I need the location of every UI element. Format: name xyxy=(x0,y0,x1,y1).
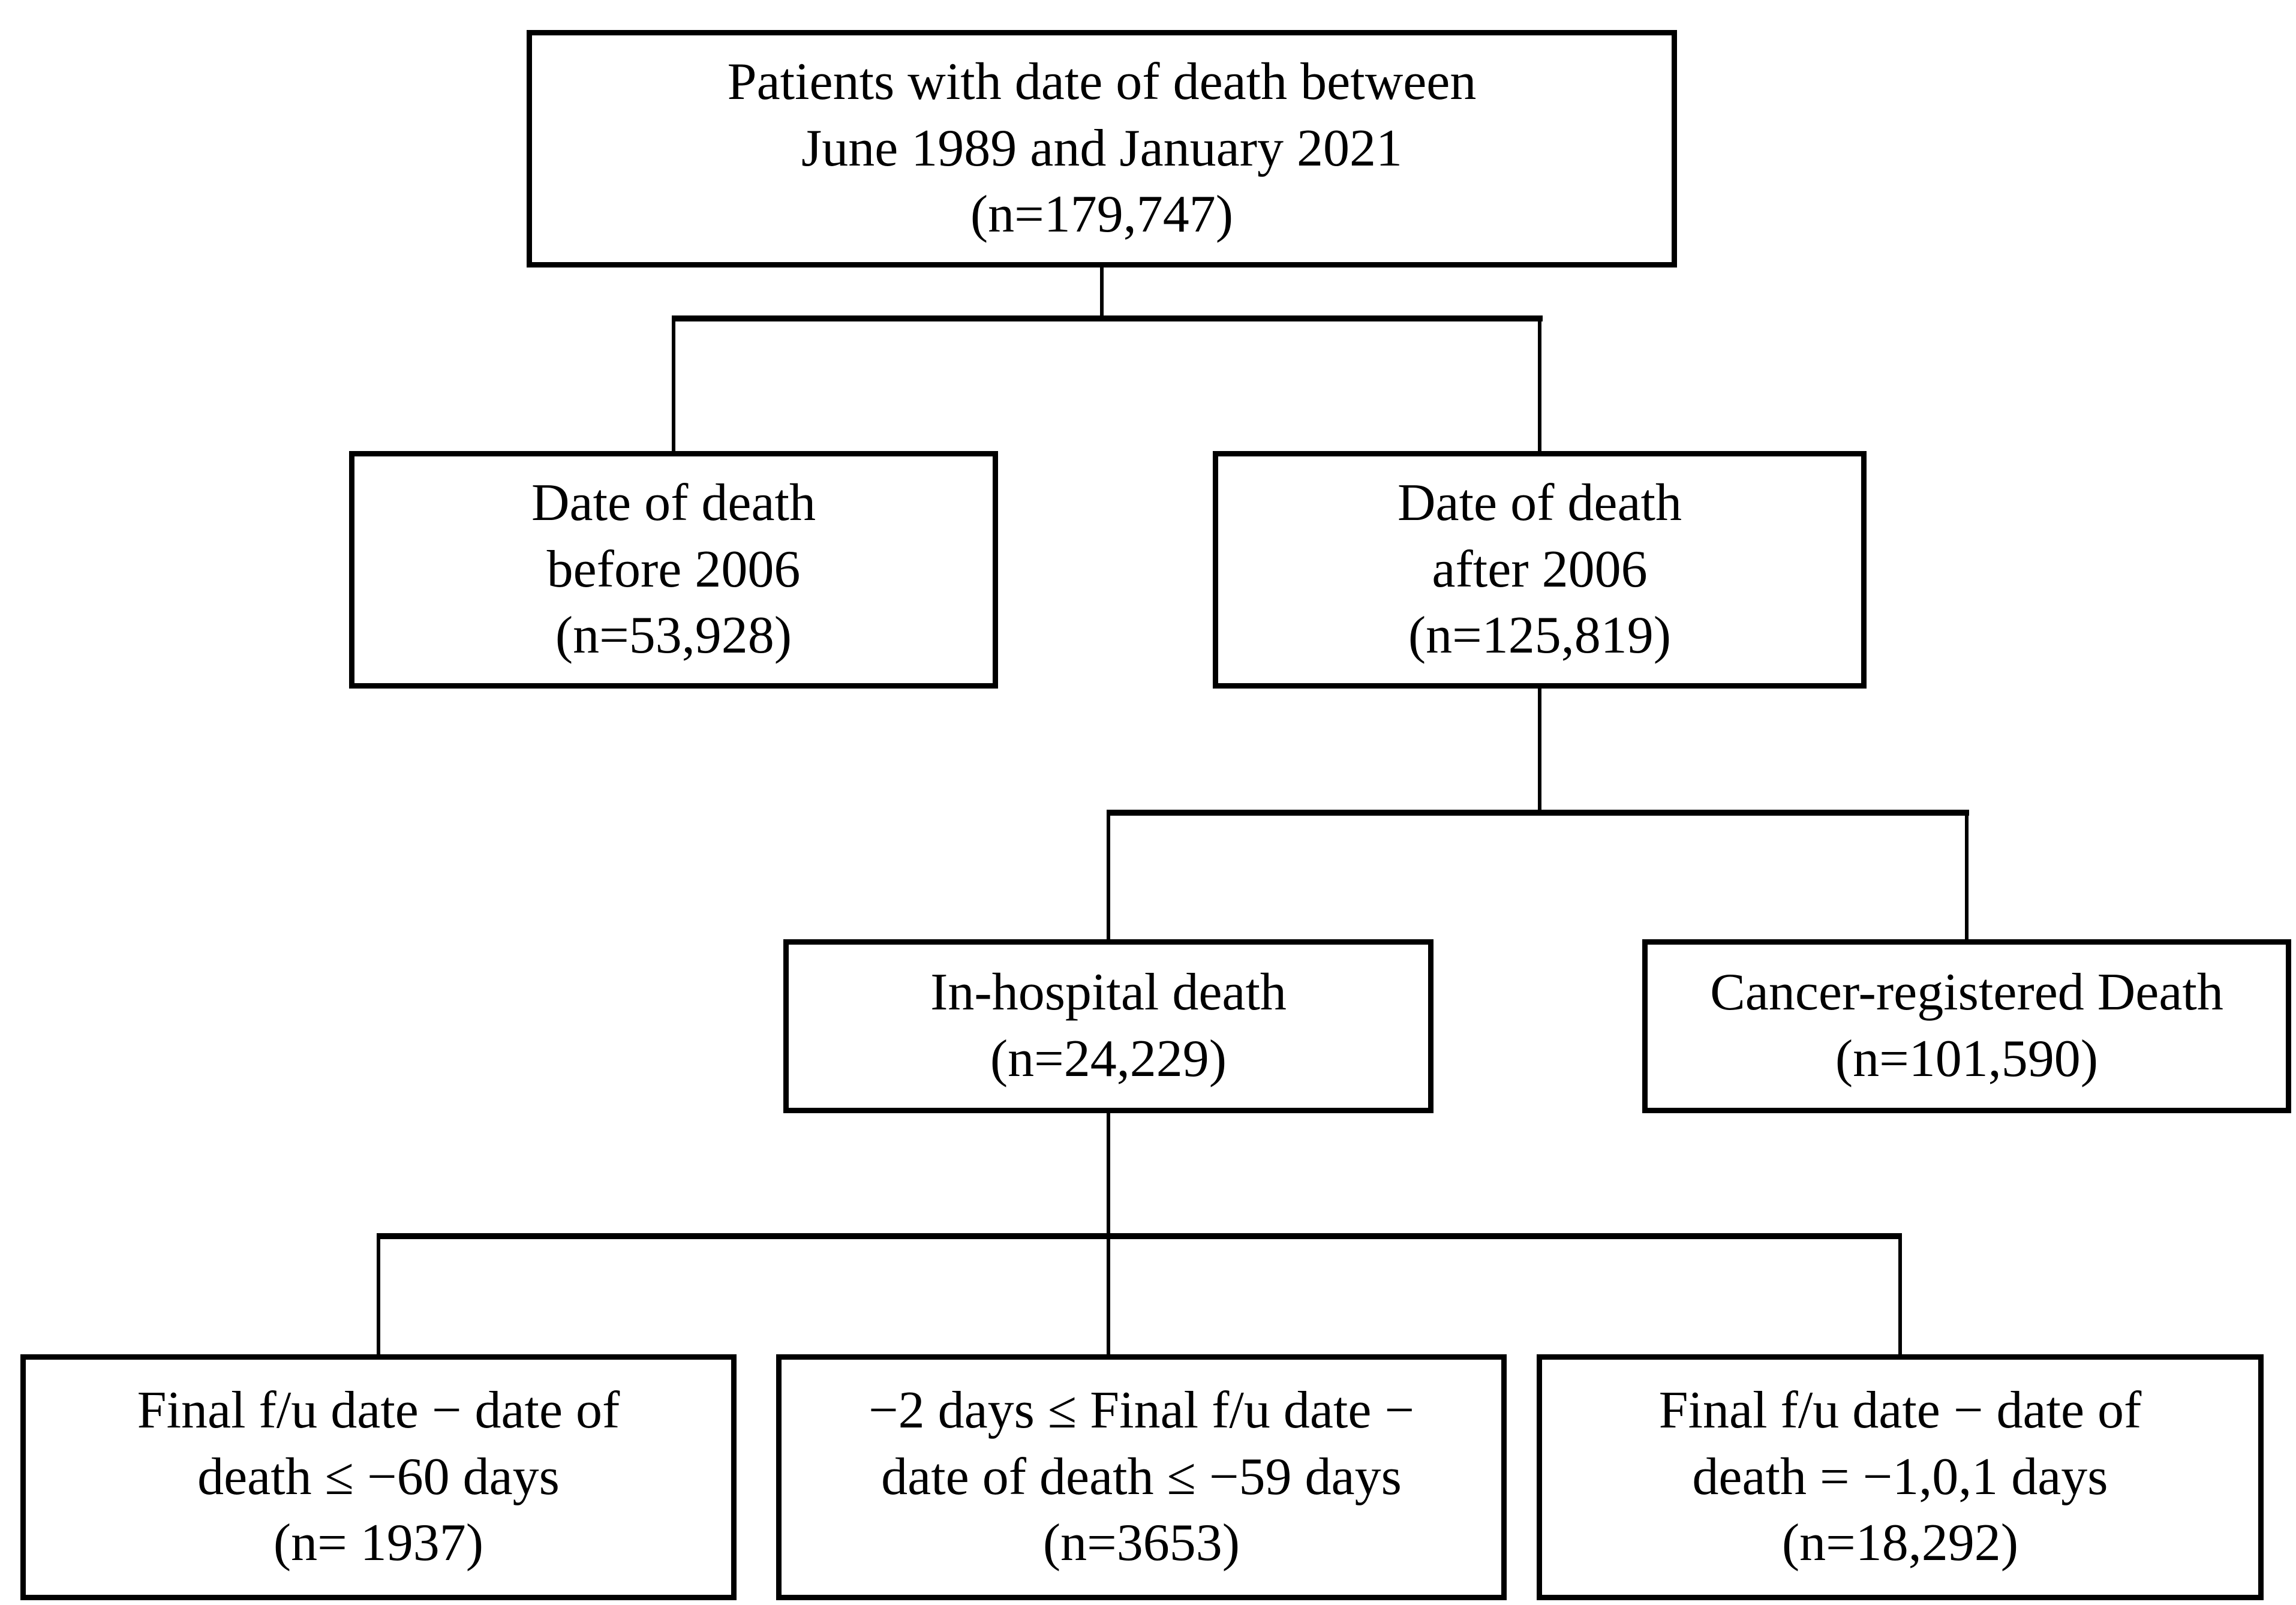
text-line: (n=101,590) xyxy=(1835,1030,2099,1088)
text-line: (n=53,928) xyxy=(555,606,792,665)
edge-after-2006-branch-bar xyxy=(1107,810,1969,816)
edge-in-hospital-branch-bar xyxy=(377,1233,1902,1239)
edge-to-fu-le-minus60 xyxy=(377,1233,380,1354)
text-line: (n=3653) xyxy=(1042,1514,1240,1573)
text-line: Final f/u date − date of xyxy=(137,1381,620,1439)
node-death-before-2006: Date of death before 2006 (n=53,928) xyxy=(349,451,998,689)
node-fu-minus2-to-minus59-days: −2 days ≤ Final f/u date − date of death… xyxy=(776,1354,1507,1600)
text-line: death = −1,0,1 days xyxy=(1692,1447,2108,1506)
text-line: (n=18,292) xyxy=(1781,1514,2019,1573)
text-line: Date of death xyxy=(1398,473,1682,532)
edge-to-fu-equal-101 xyxy=(1898,1233,1902,1354)
text-line: after 2006 xyxy=(1432,540,1648,599)
text-line: Final f/u date − date of xyxy=(1658,1381,2142,1439)
edge-after-2006-stem xyxy=(1538,689,1541,814)
text-line: Date of death xyxy=(531,473,816,532)
text-line: (n=125,819) xyxy=(1408,606,1672,665)
node-fu-le-minus60-days: Final f/u date − date of death ≤ −60 day… xyxy=(20,1354,737,1600)
text-line: death ≤ −60 days xyxy=(197,1447,560,1506)
edge-root-branch-bar xyxy=(672,315,1543,321)
node-death-after-2006: Date of death after 2006 (n=125,819) xyxy=(1213,451,1867,689)
node-cancer-registered-death: Cancer-registered Death (n=101,590) xyxy=(1642,939,2291,1113)
text-line: (n= 1937) xyxy=(273,1514,484,1573)
node-in-hospital-death: In-hospital death (n=24,229) xyxy=(783,939,1434,1113)
edge-to-after-2006 xyxy=(1538,315,1541,451)
edge-to-in-hospital xyxy=(1107,810,1110,939)
text-line: In-hospital death xyxy=(930,963,1287,1022)
text-line: (n=179,747) xyxy=(970,185,1234,244)
text-line: before 2006 xyxy=(546,540,801,599)
text-line: (n=24,229) xyxy=(990,1030,1227,1088)
text-line: Patients with date of death between xyxy=(727,52,1477,111)
edge-to-before-2006 xyxy=(672,315,675,451)
text-line: −2 days ≤ Final f/u date − xyxy=(868,1381,1415,1439)
text-line: June 1989 and January 2021 xyxy=(801,119,1403,178)
text-line: date of death ≤ −59 days xyxy=(881,1447,1402,1506)
text-line: Cancer-registered Death xyxy=(1710,963,2223,1022)
edge-to-cancer-registered xyxy=(1965,810,1969,939)
node-fu-equal-minus1-0-1-days: Final f/u date − date of death = −1,0,1 … xyxy=(1537,1354,2264,1600)
node-patients-total: Patients with date of death between June… xyxy=(527,30,1677,268)
edge-root-stem xyxy=(1100,268,1104,320)
